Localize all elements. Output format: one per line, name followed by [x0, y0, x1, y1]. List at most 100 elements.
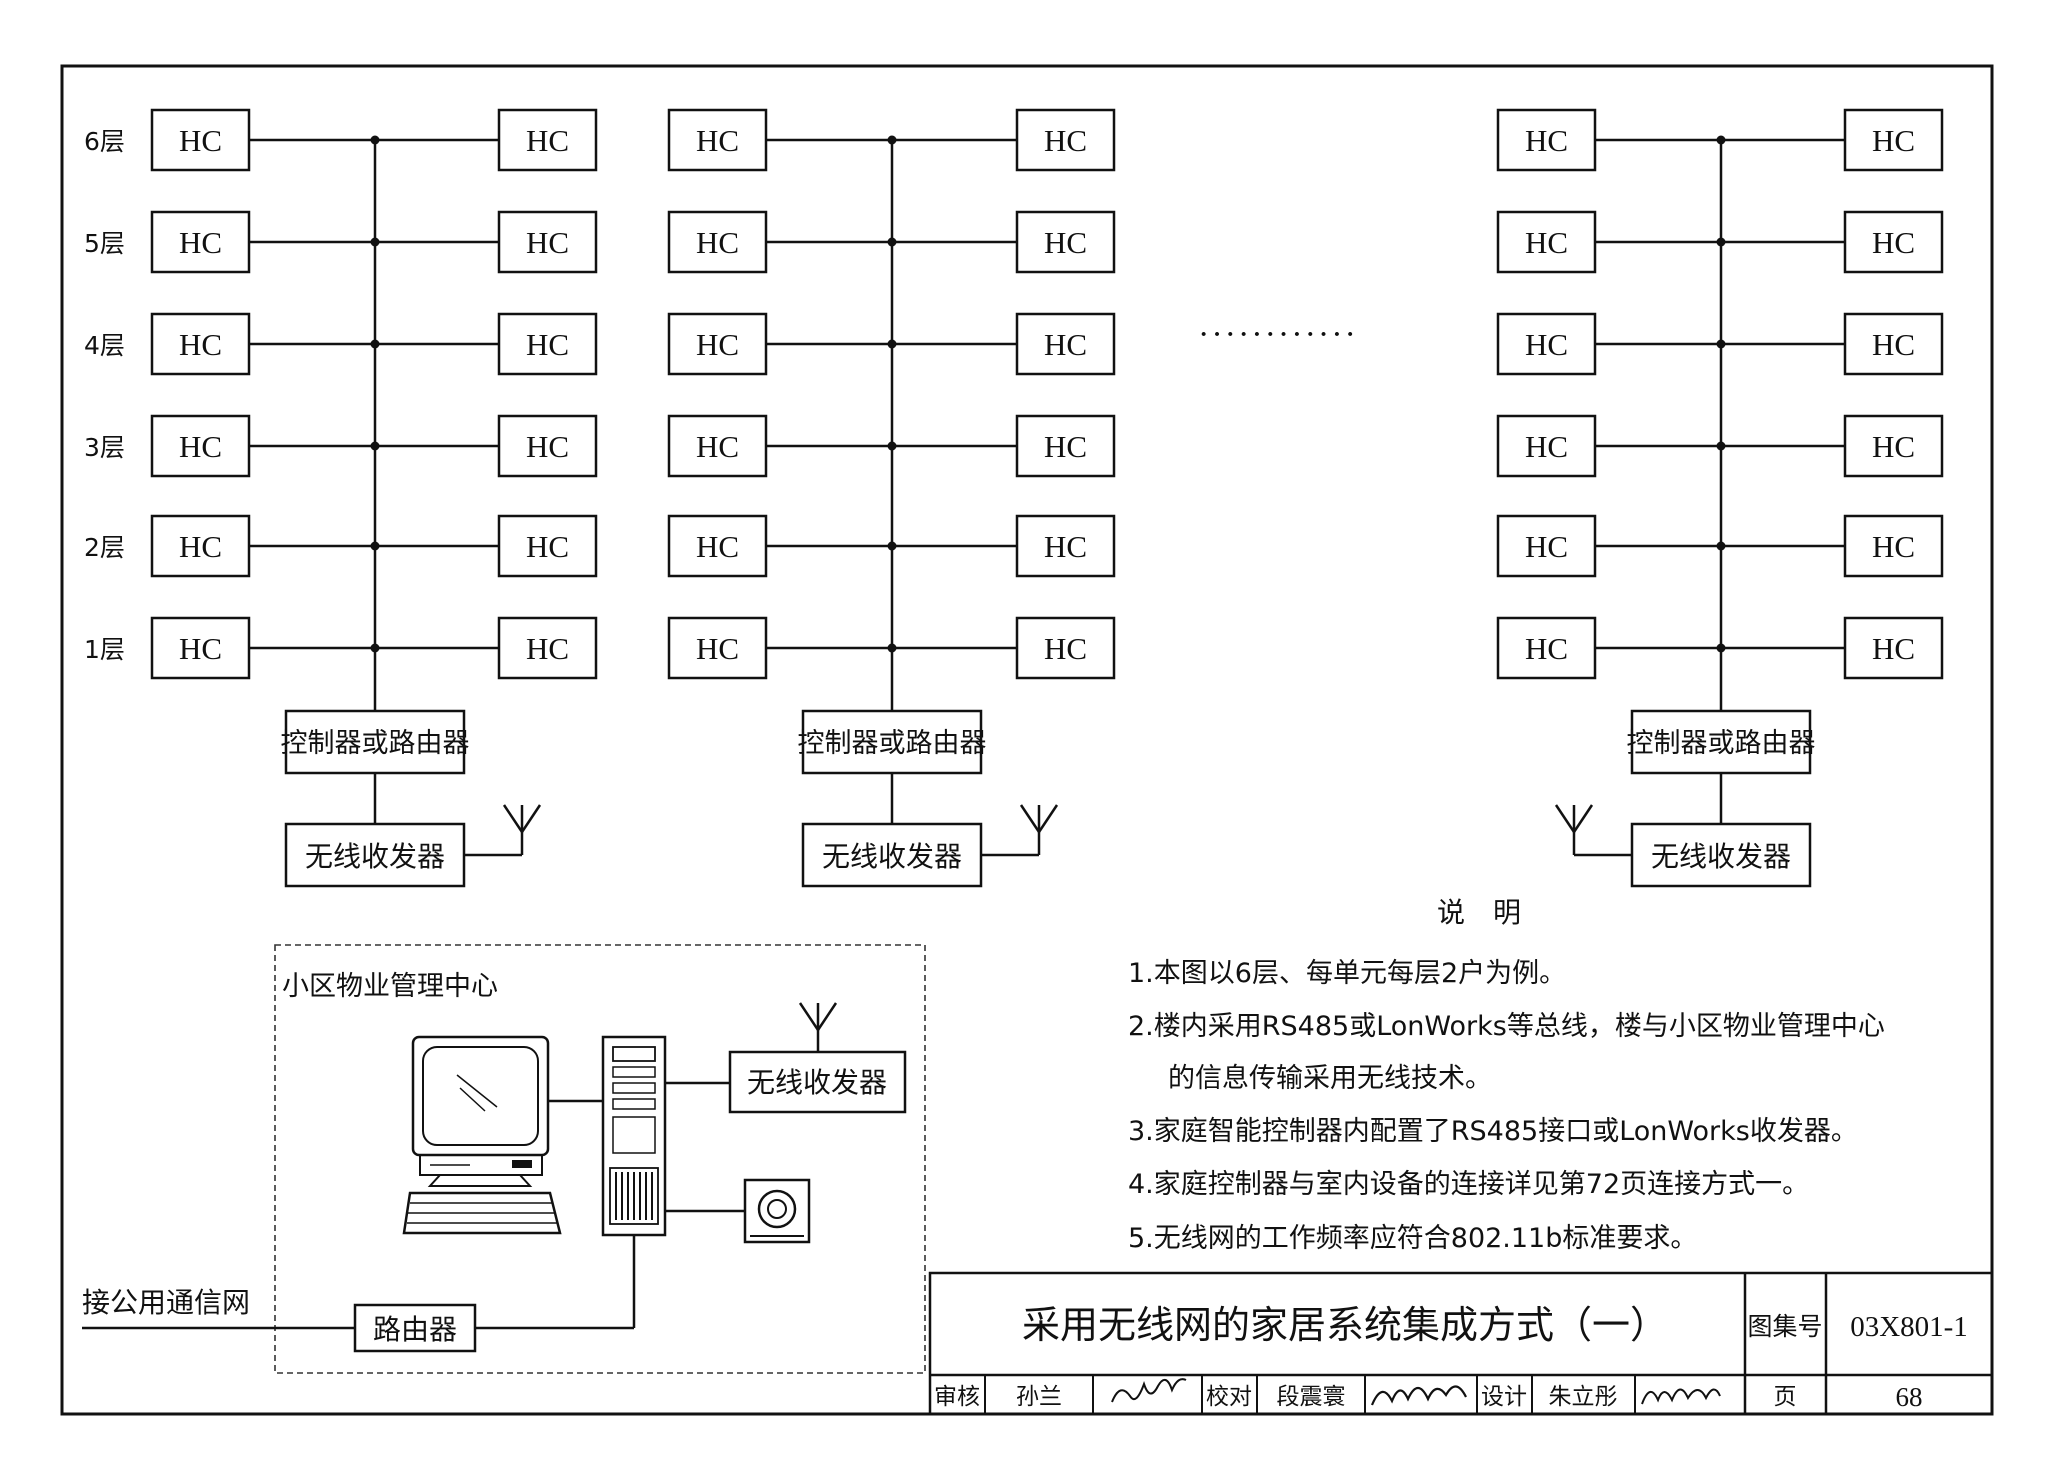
- atlas-number-label: 图集号: [1747, 1312, 1822, 1341]
- hc-box: [1015, 414, 1116, 478]
- hc-label: HC: [1525, 529, 1568, 564]
- hc-label: HC: [1044, 225, 1087, 260]
- floor-label: 5层: [84, 229, 125, 258]
- management-center-title: 小区物业管理中心: [282, 971, 498, 1002]
- hc-box: [667, 616, 768, 680]
- controller-router-label: 控制器或路由器: [281, 728, 470, 759]
- drawing-title: 采用无线网的家居系统集成方式（一）: [1022, 1303, 1668, 1347]
- speaker-device-icon: [743, 1178, 811, 1244]
- transceiver-box: [1630, 822, 1812, 888]
- hc-box: [1015, 514, 1116, 578]
- junction-dot: [1716, 339, 1726, 349]
- note-item: 4.家庭控制器与室内设备的连接详见第72页连接方式一。: [1128, 1169, 1809, 1200]
- antenna-icon: [981, 804, 1059, 857]
- hc-label: HC: [526, 631, 569, 666]
- junction-dot: [370, 339, 380, 349]
- hc-label: HC: [179, 529, 222, 564]
- hc-box: [1843, 312, 1944, 376]
- notes-heading: 说 明: [1437, 896, 1521, 929]
- hc-box: [1843, 210, 1944, 274]
- controller-router-box: [1630, 709, 1812, 775]
- note-item: 2.楼内采用RS485或LonWorks等总线，楼与小区物业管理中心: [1128, 1011, 1885, 1042]
- transceiver-label: 无线收发器: [1651, 840, 1791, 873]
- junction-dot: [887, 135, 897, 145]
- hc-box: [1496, 312, 1597, 376]
- junction-dot: [887, 541, 897, 551]
- hc-box: [150, 210, 251, 274]
- hc-box: [1015, 108, 1116, 172]
- hc-label: HC: [1044, 123, 1087, 158]
- hc-label: HC: [1525, 123, 1568, 158]
- hc-box: [150, 414, 251, 478]
- hc-box: [1015, 616, 1116, 680]
- hc-label: HC: [1044, 529, 1087, 564]
- hc-box: [150, 616, 251, 680]
- hc-label: HC: [1872, 225, 1915, 260]
- junction-dot: [1716, 643, 1726, 653]
- hc-label: HC: [1872, 429, 1915, 464]
- reviewer-signature: [1111, 1378, 1187, 1403]
- hc-box: [1843, 616, 1944, 680]
- junction-dot: [370, 135, 380, 145]
- antenna-icon: [798, 1002, 838, 1052]
- management-transceiver-label: 无线收发器: [747, 1066, 887, 1099]
- hc-box: [497, 108, 598, 172]
- hc-box: [1496, 210, 1597, 274]
- hc-label: HC: [1525, 327, 1568, 362]
- hc-box: [1843, 414, 1944, 478]
- hc-box: [150, 514, 251, 578]
- title-block: 采用无线网的家居系统集成方式（一） 图集号 03X801-1 审核 孙兰 校对 …: [928, 1271, 1994, 1416]
- hc-box: [1496, 514, 1597, 578]
- checker-signature: [1370, 1385, 1467, 1406]
- router-label: 路由器: [373, 1313, 457, 1346]
- hc-box: [1015, 312, 1116, 376]
- hc-box: [667, 514, 768, 578]
- design-label: 设计: [1481, 1384, 1527, 1410]
- junction-dot: [887, 339, 897, 349]
- reviewer-name: 孙兰: [1016, 1384, 1062, 1410]
- management-center: 小区物业管理中心: [274, 944, 926, 1374]
- page-label: 页: [1774, 1384, 1797, 1410]
- hc-label: HC: [696, 225, 739, 260]
- check-label: 校对: [1206, 1384, 1252, 1410]
- hc-label: HC: [526, 123, 569, 158]
- hc-label: HC: [1044, 631, 1087, 666]
- floor-label: 3层: [84, 433, 125, 462]
- junction-dot: [370, 541, 380, 551]
- hc-label: HC: [696, 327, 739, 362]
- hc-label: HC: [1525, 225, 1568, 260]
- hc-label: HC: [696, 429, 739, 464]
- hc-label: HC: [179, 123, 222, 158]
- hc-box: [497, 210, 598, 274]
- review-label: 审核: [934, 1384, 980, 1410]
- junction-dot: [887, 643, 897, 653]
- hc-label: HC: [526, 327, 569, 362]
- antenna-icon: [464, 804, 542, 857]
- hc-label: HC: [179, 631, 222, 666]
- floor-label: 6层: [84, 127, 125, 156]
- hc-label: HC: [1872, 327, 1915, 362]
- hc-box: [667, 210, 768, 274]
- hc-box: [667, 312, 768, 376]
- designer-name: 朱立彤: [1549, 1384, 1618, 1410]
- hc-label: HC: [179, 429, 222, 464]
- hc-label: HC: [179, 327, 222, 362]
- checker-name: 段震寰: [1277, 1384, 1346, 1410]
- antenna-icon: [1554, 804, 1632, 857]
- controller-router-box: [801, 709, 983, 775]
- hc-label: HC: [696, 529, 739, 564]
- designer-signature: [1641, 1388, 1721, 1405]
- junction-dot: [887, 441, 897, 451]
- floor-label: 1层: [84, 635, 125, 664]
- junction-dot: [370, 441, 380, 451]
- junction-dot: [1716, 441, 1726, 451]
- hc-box: [1843, 514, 1944, 578]
- note-item: 1.本图以6层、每单元每层2户为例。: [1128, 958, 1566, 989]
- transceiver-label: 无线收发器: [305, 840, 445, 873]
- hc-label: HC: [179, 225, 222, 260]
- hc-label: HC: [1872, 631, 1915, 666]
- junction-dot: [1716, 541, 1726, 551]
- hc-box: [497, 312, 598, 376]
- junction-dot: [887, 237, 897, 247]
